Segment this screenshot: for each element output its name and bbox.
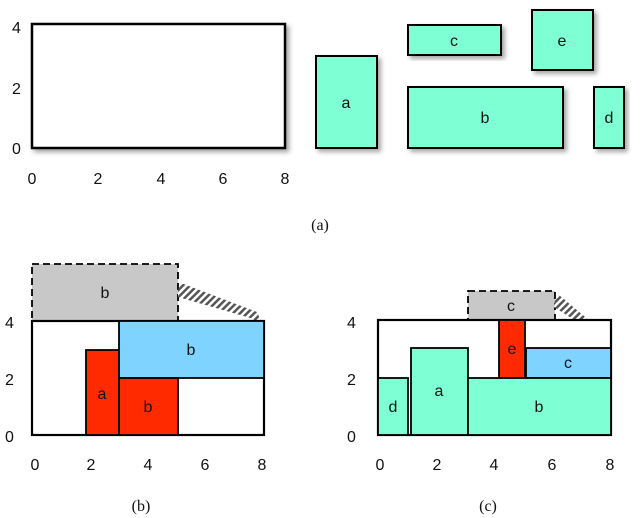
panel-a-ytick-2: 2 (12, 81, 21, 98)
panel-c-xtick-0: 0 (376, 457, 385, 474)
panel-c-xtick-4: 4 (490, 457, 499, 474)
panel-c-xtick-2: 2 (433, 457, 442, 474)
block-e-red-label: e (508, 341, 517, 358)
panel-b-xtick-6: 6 (201, 457, 210, 474)
piece-c (407, 24, 502, 56)
panel-a-xtick-2: 2 (94, 171, 103, 188)
panel-b-xtick-8: 8 (258, 457, 267, 474)
panel-b-ytick-2: 2 (5, 372, 14, 389)
panel-c: 4 2 0 c d a e c b 0 2 4 6 8 (c) (347, 290, 615, 515)
ghost-block-c-label: c (507, 298, 515, 315)
block-b (467, 377, 612, 436)
move-arrow-b (178, 283, 261, 323)
piece-d (593, 86, 625, 149)
block-b-red-label: b (144, 399, 153, 416)
block-c-blue (525, 347, 612, 379)
panel-b-xtick-4: 4 (144, 457, 153, 474)
panel-c-ytick-2: 2 (347, 372, 356, 389)
block-b-label: b (535, 399, 544, 416)
ghost-block-b (31, 263, 179, 322)
block-c-blue-label: c (564, 355, 572, 372)
panel-a-xtick-0: 0 (28, 171, 37, 188)
piece-e-label: e (558, 33, 567, 50)
block-b-red (118, 377, 179, 436)
block-a-label: a (435, 383, 444, 400)
piece-c-label: c (450, 33, 458, 50)
panel-a-xtick-8: 8 (281, 171, 290, 188)
block-d-label: d (389, 399, 398, 416)
block-b-blue-label: b (187, 342, 196, 359)
block-a (410, 347, 469, 436)
panel-a: 4 2 0 0 2 4 6 8 a c b e d (a) (12, 9, 625, 234)
piece-a (315, 55, 378, 149)
block-d (377, 377, 409, 436)
panel-a-ytick-4: 4 (12, 20, 21, 37)
panel-a-xtick-4: 4 (157, 171, 166, 188)
panel-c-xtick-6: 6 (548, 457, 557, 474)
panel-c-ytick-0: 0 (347, 429, 356, 446)
panel-b: 4 2 0 b a b b 0 2 4 6 8 (b) (5, 263, 267, 515)
block-a-red-label: a (98, 386, 107, 403)
piece-a-label: a (342, 95, 351, 112)
piece-d-label: d (605, 110, 614, 127)
piece-e (531, 9, 594, 71)
panel-b-ytick-4: 4 (5, 315, 14, 332)
panel-b-xtick-0: 0 (31, 457, 40, 474)
panel-a-ytick-0: 0 (12, 141, 21, 158)
caption-a: (a) (311, 217, 329, 234)
container-box-empty (30, 22, 287, 150)
panel-c-xtick-8: 8 (606, 457, 615, 474)
caption-b: (b) (132, 498, 151, 515)
piece-b (407, 86, 564, 149)
panel-c-ytick-4: 4 (347, 315, 356, 332)
panel-a-xtick-6: 6 (219, 171, 228, 188)
panel-b-ytick-0: 0 (5, 429, 14, 446)
ghost-block-b-label: b (101, 285, 110, 302)
piece-b-label: b (481, 110, 490, 127)
panel-b-xtick-2: 2 (87, 457, 96, 474)
block-b-blue (118, 320, 265, 379)
caption-c: (c) (479, 498, 497, 515)
